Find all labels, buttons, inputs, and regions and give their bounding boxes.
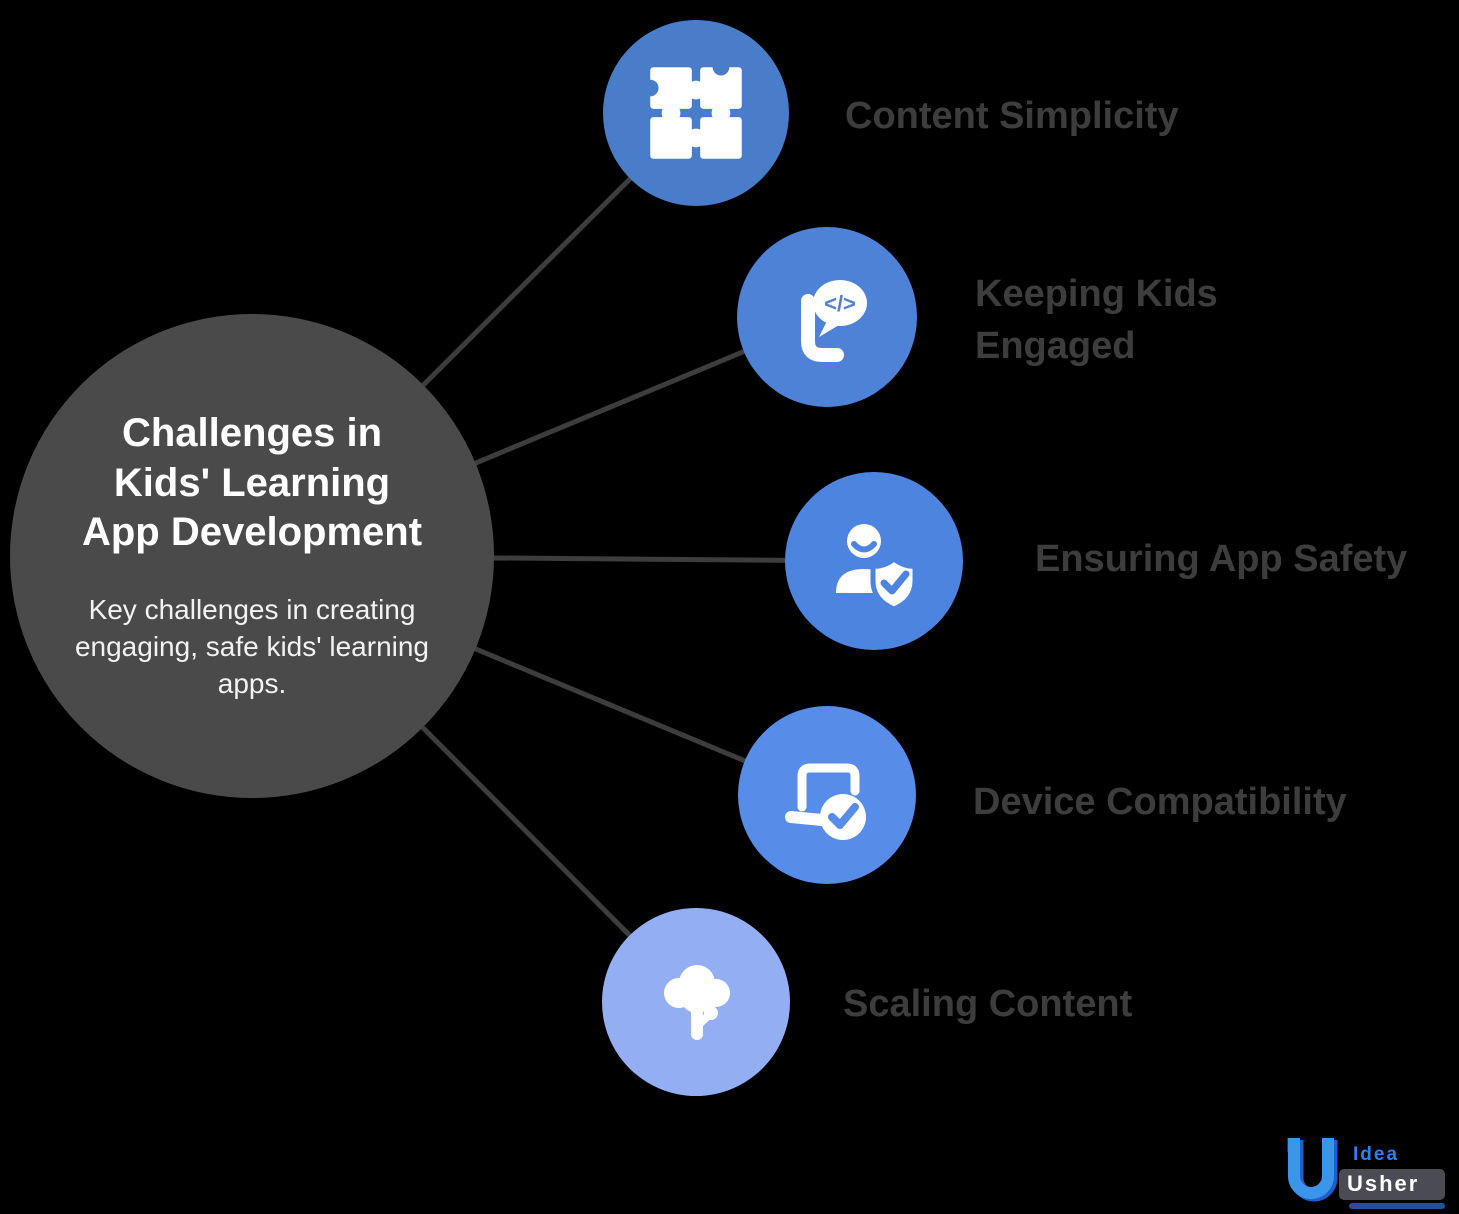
user-shield-icon [836, 524, 918, 611]
logo-usher-text: Usher [1347, 1171, 1420, 1196]
logo-idea-text: Idea [1353, 1144, 1400, 1165]
laptop-check-icon [785, 763, 866, 840]
node-content-simplicity [603, 20, 789, 206]
logo-usher-badge: Usher [1339, 1169, 1445, 1200]
label-ensuring-app-safety: Ensuring App Safety [1035, 538, 1408, 580]
tree-icon [664, 965, 730, 1040]
idea-usher-logo-mark [1287, 1138, 1338, 1202]
logo-tagline-bar [1349, 1203, 1445, 1209]
label-scaling-content: Scaling Content [843, 983, 1133, 1025]
code-chat-icon: </> [801, 280, 867, 362]
label-keeping-kids-engaged: Keeping Kids Engaged [975, 273, 1218, 368]
node-device-compatibility [738, 706, 916, 884]
diagram-title: Challenges in Kids' Learning App Develop… [81, 411, 423, 554]
node-scaling-content [602, 908, 790, 1096]
central-topic-circle: Challenges in Kids' Learning App Develop… [10, 314, 494, 798]
node-keeping-kids-engaged: </> [737, 227, 917, 407]
label-device-compatibility: Device Compatibility [973, 781, 1347, 823]
svg-text:</>: </> [824, 291, 856, 316]
node-ensuring-app-safety [785, 472, 963, 650]
diagram-subtitle: Key challenges in creating engaging, saf… [74, 593, 430, 700]
puzzle-icon [644, 61, 742, 159]
idea-usher-logo: Idea Usher [1283, 1134, 1455, 1212]
label-content-simplicity: Content Simplicity [845, 95, 1179, 137]
